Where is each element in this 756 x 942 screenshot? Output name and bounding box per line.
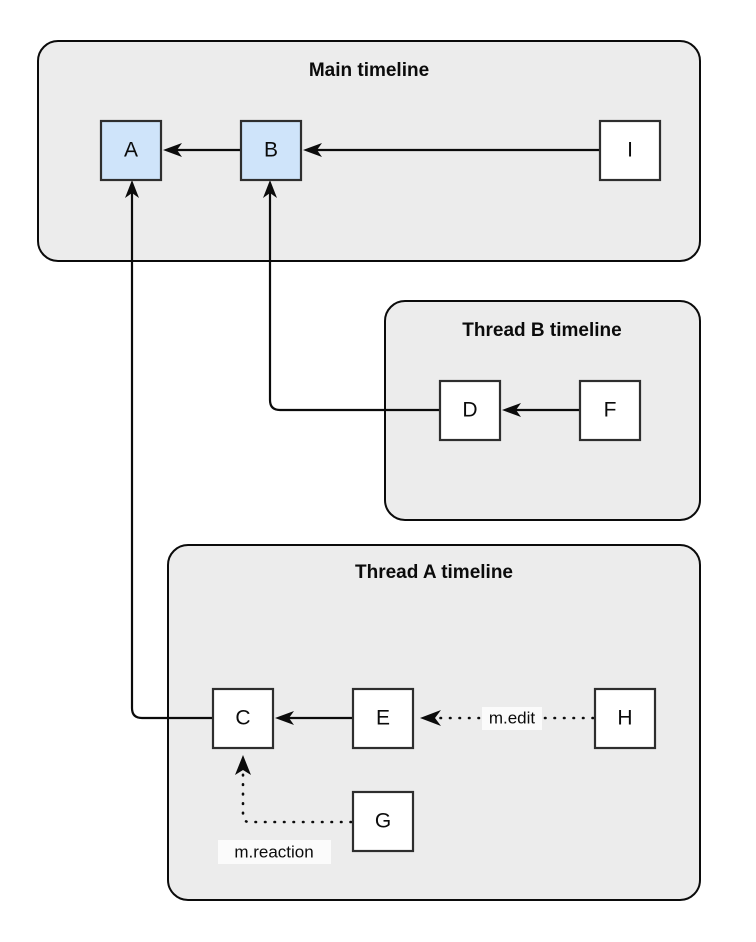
edge-b-to-a-arrowhead bbox=[163, 143, 182, 157]
node-i-label: I bbox=[627, 139, 633, 162]
edge-c-to-a-line bbox=[130, 188, 213, 720]
edge-i-to-b-arrowhead bbox=[303, 143, 322, 157]
node-i-box bbox=[598, 119, 662, 182]
node-b[interactable]: B bbox=[239, 119, 303, 182]
node-b-box bbox=[239, 119, 303, 182]
edge-f-to-d[interactable] bbox=[502, 403, 580, 417]
node-d-box bbox=[438, 379, 502, 442]
edge-g-to-c-arrowhead bbox=[235, 755, 251, 775]
node-f-label: F bbox=[604, 399, 617, 422]
node-h[interactable]: H bbox=[593, 687, 657, 750]
edge-g-to-c-line bbox=[241, 766, 353, 824]
node-c[interactable]: C bbox=[211, 687, 275, 750]
node-a-box bbox=[99, 119, 163, 182]
node-h-box bbox=[593, 687, 657, 750]
edge-h-to-e-label-background bbox=[482, 707, 542, 730]
edge-b-to-a[interactable] bbox=[163, 143, 241, 157]
edge-i-to-b[interactable] bbox=[303, 143, 600, 157]
node-c-box bbox=[211, 687, 275, 750]
node-a[interactable]: A bbox=[99, 119, 163, 182]
node-f[interactable]: F bbox=[578, 379, 642, 442]
edge-d-to-b-line bbox=[268, 188, 440, 412]
node-f-box bbox=[578, 379, 642, 442]
container-thread-b-timeline-title: Thread B timeline bbox=[462, 320, 621, 341]
node-g[interactable]: G bbox=[351, 790, 415, 853]
edge-g-to-c-label-background bbox=[218, 840, 331, 864]
edge-h-to-e[interactable]: m.edit bbox=[420, 707, 595, 730]
node-g-label: G bbox=[375, 810, 391, 833]
node-i[interactable]: I bbox=[598, 119, 662, 182]
edge-h-to-e-arrowhead bbox=[420, 710, 441, 726]
edge-h-to-e-label: m.edit bbox=[489, 708, 536, 727]
edge-c-to-a[interactable] bbox=[125, 180, 213, 720]
edge-e-to-c[interactable] bbox=[275, 711, 353, 725]
edge-c-to-a-arrowhead bbox=[125, 180, 139, 198]
container-main-timeline-title: Main timeline bbox=[309, 60, 429, 81]
node-d[interactable]: D bbox=[438, 379, 502, 442]
node-h-label: H bbox=[617, 707, 632, 730]
edge-d-to-b-arrowhead bbox=[263, 180, 277, 198]
node-b-label: B bbox=[264, 139, 278, 162]
node-e-box bbox=[351, 687, 415, 750]
edge-g-to-c[interactable]: m.reaction bbox=[218, 755, 353, 864]
node-e[interactable]: E bbox=[351, 687, 415, 750]
edge-d-to-b[interactable] bbox=[263, 180, 440, 412]
node-c-label: C bbox=[235, 707, 250, 730]
edge-e-to-c-arrowhead bbox=[275, 711, 294, 725]
node-e-label: E bbox=[376, 707, 390, 730]
edge-g-to-c-label: m.reaction bbox=[234, 842, 313, 861]
node-a-label: A bbox=[124, 139, 138, 162]
node-d-label: D bbox=[462, 399, 477, 422]
node-g-box bbox=[351, 790, 415, 853]
container-thread-a-timeline-title: Thread A timeline bbox=[355, 562, 513, 583]
edge-f-to-d-arrowhead bbox=[502, 403, 521, 417]
